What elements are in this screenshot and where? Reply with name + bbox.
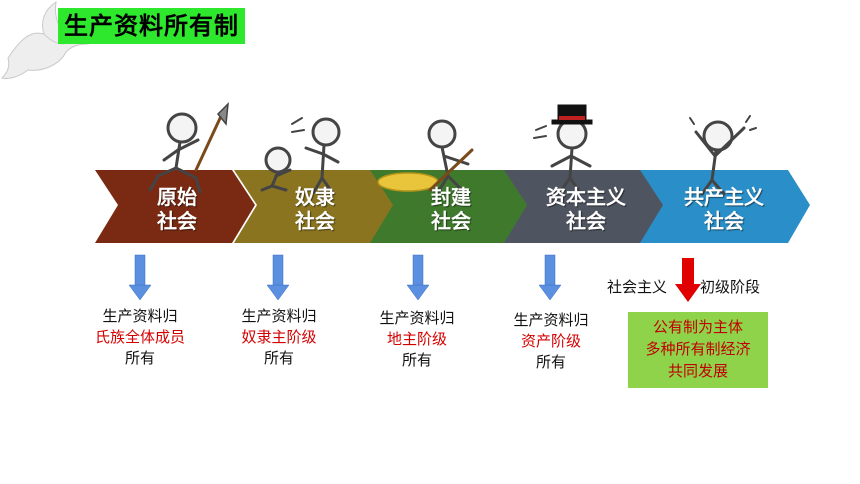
stage-chevron-slave (234, 170, 395, 243)
stage-label-primitive: 原始社会 (157, 185, 197, 233)
stage-chevron-primitive (95, 170, 255, 243)
slave-figures-icon (260, 117, 341, 194)
socialism-ownership-box: 公有制为主体 多种所有制经济 共同发展 (628, 312, 768, 388)
stage-label-capitalist: 资本主义社会 (546, 185, 626, 233)
stage-chevron-communist (640, 170, 810, 243)
stage-label-slave: 奴隶社会 (295, 185, 335, 233)
communist-figure-icon (689, 115, 757, 196)
feudal-figure-icon (377, 119, 474, 194)
ownership-feudal: 生产资料归 地主阶级 所有 (379, 309, 455, 369)
down-arrow-icon (538, 254, 562, 301)
primary-stage-label: 初级阶段 (700, 278, 761, 296)
ownership-slave: 生产资料归 奴隶主阶级 所有 (241, 307, 317, 367)
stage-label-communist: 共产主义社会 (684, 185, 764, 233)
capitalist-figure-icon (533, 104, 593, 194)
red-down-arrow-icon (675, 258, 701, 302)
down-arrow-icon (128, 254, 152, 301)
page-title: 生产资料所有制 (58, 8, 245, 44)
stage-label-feudal: 封建社会 (431, 185, 471, 233)
down-arrow-icon (406, 254, 430, 301)
down-arrow-icon (266, 254, 290, 301)
primitive-figure-icon (148, 101, 229, 194)
socialism-label: 社会主义 (607, 278, 668, 296)
ownership-capitalist: 生产资料归 资产阶级 所有 (513, 311, 589, 371)
stage-chevron-capitalist (504, 170, 665, 243)
ownership-primitive: 生产资料归 氏族全体成员 所有 (94, 307, 185, 367)
